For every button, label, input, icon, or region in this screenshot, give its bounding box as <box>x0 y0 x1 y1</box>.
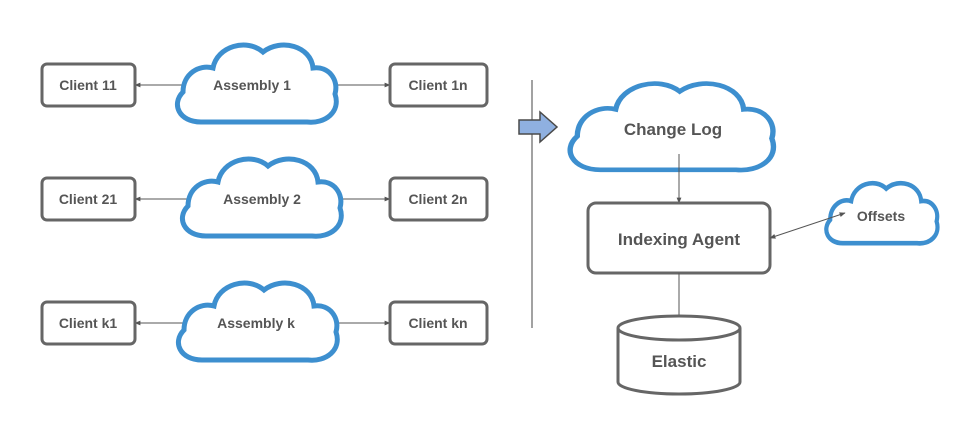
client-1n-label: Client 1n <box>408 77 467 93</box>
client-kn-label: Client kn <box>408 315 467 331</box>
indexing-agent-node: Indexing Agent <box>586 201 772 275</box>
client-2n-node: Client 2n <box>388 176 489 222</box>
client-11-node: Client 11 <box>40 62 137 108</box>
indexing-agent-label: Indexing Agent <box>618 230 740 249</box>
assembly-k-cloud: Assembly k <box>178 283 337 360</box>
elastic-database: Elastic <box>616 314 742 396</box>
change-log-label: Change Log <box>624 120 722 139</box>
assembly-2-label: Assembly 2 <box>223 191 301 207</box>
edge-indexing-offsets <box>769 212 846 239</box>
flow-arrow-icon <box>518 110 559 144</box>
assembly-1-label: Assembly 1 <box>213 77 291 93</box>
client-21-label: Client 21 <box>59 191 118 207</box>
assembly-2-cloud: Assembly 2 <box>182 159 341 236</box>
elastic-label: Elastic <box>652 352 707 371</box>
offsets-label: Offsets <box>857 208 905 224</box>
client-2n-label: Client 2n <box>408 191 467 207</box>
client-k1-label: Client k1 <box>59 315 118 331</box>
client-kn-node: Client kn <box>388 300 489 346</box>
assembly-1-cloud: Assembly 1 <box>177 45 336 122</box>
client-1n-node: Client 1n <box>388 62 489 108</box>
client-11-label: Client 11 <box>59 77 117 93</box>
assembly-k-label: Assembly k <box>217 315 295 331</box>
client-21-node: Client 21 <box>40 176 137 222</box>
client-k1-node: Client k1 <box>40 300 137 346</box>
